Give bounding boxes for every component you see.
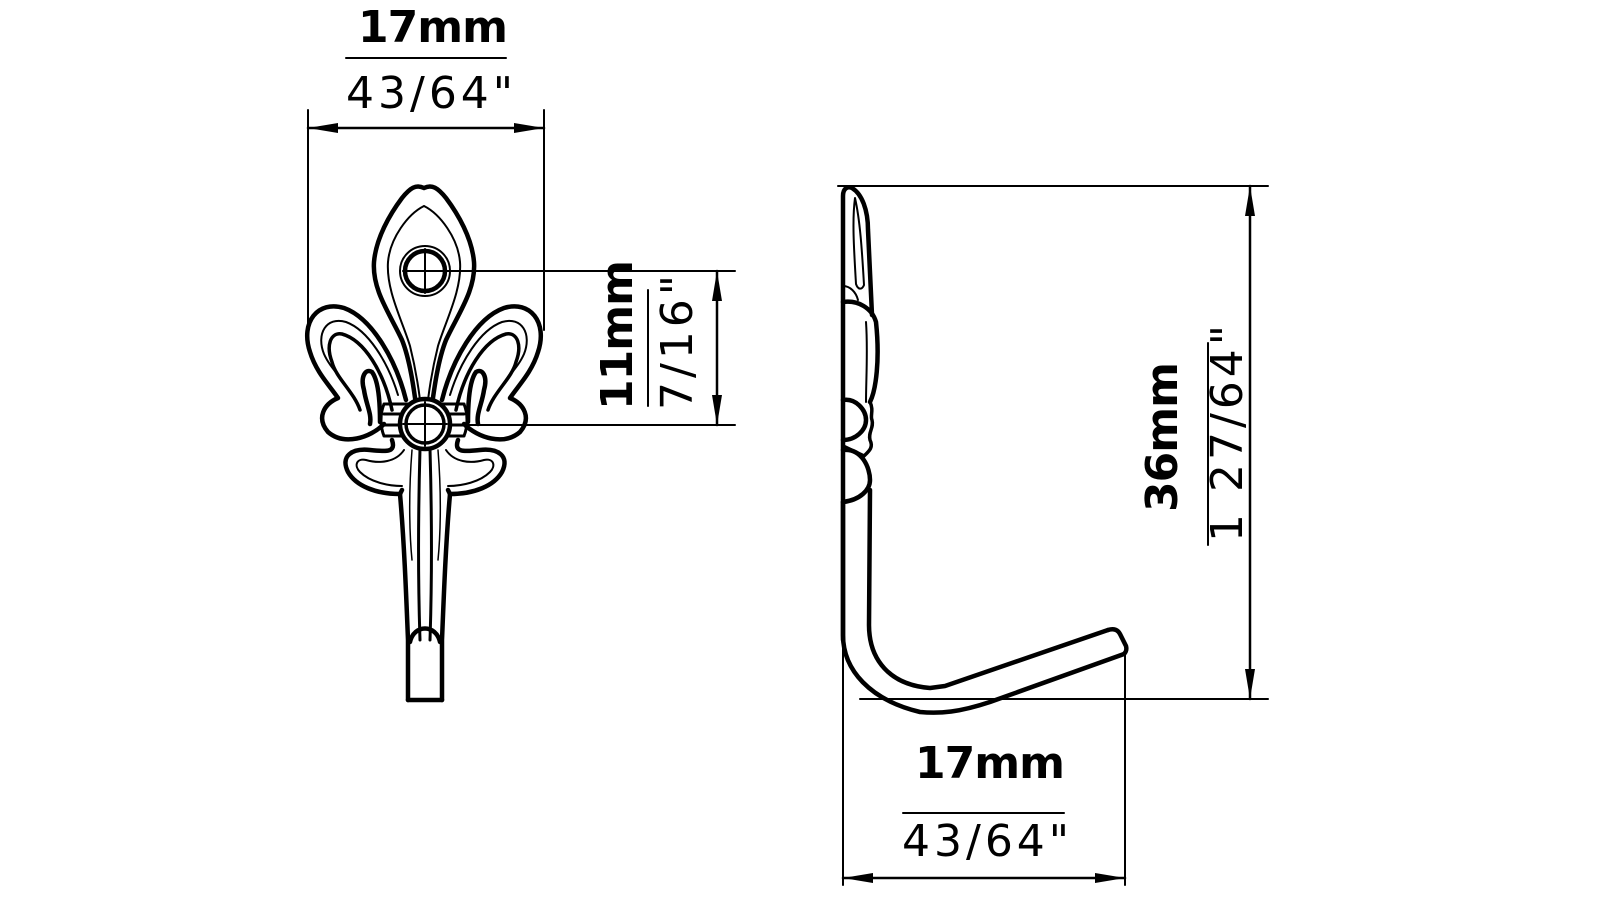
projection-imperial-label: 43/64" xyxy=(902,816,1074,867)
lower-left-leaf xyxy=(343,437,405,497)
petal-bulge xyxy=(840,299,880,505)
height-imperial-label: 1 27/64" xyxy=(1202,320,1253,542)
lower-right-leaf xyxy=(445,437,507,497)
hook-arm-outer xyxy=(840,499,1127,715)
back-plate xyxy=(840,185,875,643)
upper-screw-hole-ring xyxy=(399,245,451,297)
left-petal-inner xyxy=(320,319,399,396)
top-petal-profile xyxy=(852,197,865,290)
left-petal-outline xyxy=(304,304,409,442)
hook-tip-end xyxy=(1105,626,1129,657)
top-petal-inner xyxy=(386,205,462,401)
hook-tip xyxy=(405,626,445,703)
hole-spacing-imperial-label: 7/16" xyxy=(652,270,703,410)
stem-outline xyxy=(397,491,453,703)
hook-arm-inner xyxy=(866,487,1111,691)
right-curl xyxy=(465,368,488,427)
side-view-hook xyxy=(837,184,1269,886)
front-width-metric-label: 17mm xyxy=(358,2,508,53)
small-notch xyxy=(842,285,859,301)
left-petal-inner2 xyxy=(327,332,394,412)
stem-inner xyxy=(408,449,442,561)
lower-right-leaf-inner xyxy=(445,449,495,487)
lower-left-leaf-inner xyxy=(355,449,405,487)
projection-metric-label: 17mm xyxy=(915,738,1065,789)
front-view-hook xyxy=(304,57,736,703)
right-petal-inner xyxy=(449,319,528,396)
stem-profile xyxy=(865,321,868,403)
stem-center-groove xyxy=(417,447,433,642)
right-petal-inner2 xyxy=(454,332,521,412)
left-curl xyxy=(360,368,383,427)
right-petal-outline xyxy=(439,304,544,442)
collar-profile xyxy=(841,400,875,458)
front-width-imperial-label: 43/64" xyxy=(346,68,518,119)
height-metric-label: 36mm xyxy=(1137,363,1188,512)
hole-spacing-metric-label: 11mm xyxy=(592,261,643,410)
